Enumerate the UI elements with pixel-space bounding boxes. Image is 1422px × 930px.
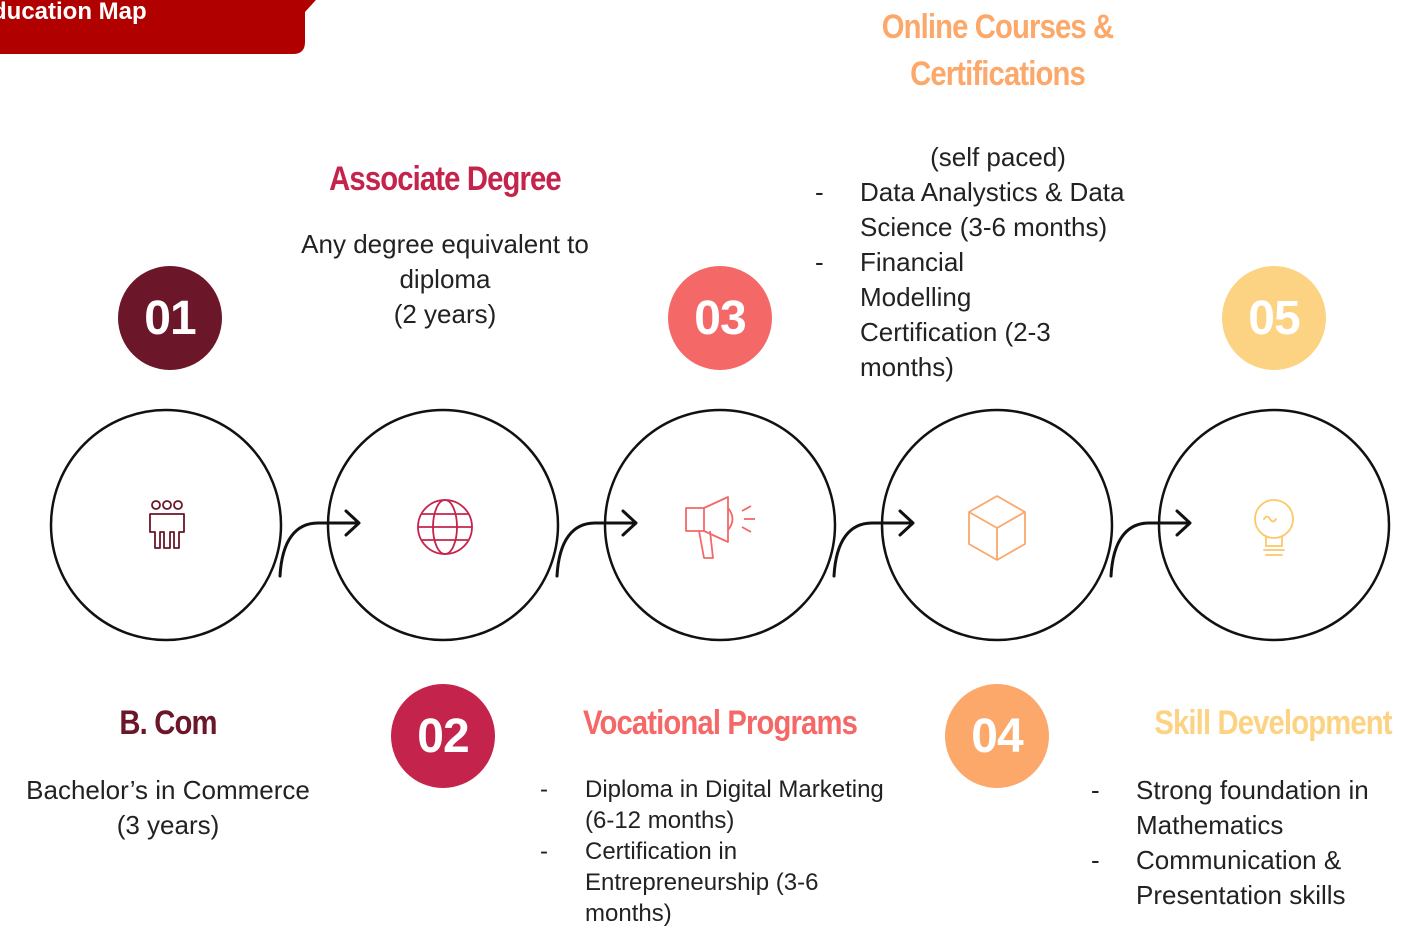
title-banner	[0, 0, 316, 54]
connector-arrow-1	[278, 509, 361, 578]
globe-icon	[417, 499, 473, 555]
list-item: Financial Modelling Certification (2-3 m…	[815, 245, 1160, 385]
lightbulb-icon	[1254, 499, 1294, 556]
step-list-4: Data Analystics & Data Science (3-6 mont…	[815, 175, 1160, 385]
step-number-2: 02	[391, 684, 495, 788]
step-title-4: Online Courses & Certifications	[881, 8, 1114, 93]
connector-arrow-2	[555, 509, 638, 578]
step-number-4: 04	[945, 684, 1049, 788]
step-circle-4	[880, 408, 1114, 642]
step-list-3: Diploma in Digital Marketing (6-12 month…	[540, 774, 890, 929]
step-title-5: Skill Development	[1154, 704, 1392, 742]
megaphone-icon	[685, 496, 755, 559]
connector-arrow-3	[832, 509, 915, 578]
step-list-5: Strong foundation in Mathematics Communi…	[1091, 773, 1416, 913]
cube-icon	[968, 495, 1026, 561]
people-icon	[149, 500, 185, 549]
list-item: Certification in Entrepreneurship (3-6 m…	[540, 836, 890, 929]
page-title: ducation Map	[0, 0, 147, 25]
list-item: Diploma in Digital Marketing (6-12 month…	[540, 774, 890, 836]
step-description-1: Bachelor’s in Commerce (3 years)	[26, 775, 310, 840]
step-number-3: 03	[668, 266, 772, 370]
list-item: Data Analystics & Data Science (3-6 mont…	[815, 175, 1160, 245]
step-title-1: B. Com	[119, 704, 217, 742]
list-item: Strong foundation in Mathematics	[1091, 773, 1416, 843]
list-item: Communication & Presentation skills	[1091, 843, 1416, 913]
connector-arrow-4	[1109, 509, 1192, 578]
step-circle-3	[603, 408, 837, 642]
step-number-5: 05	[1222, 266, 1326, 370]
step-number-1: 01	[118, 266, 222, 370]
step-description-2: Any degree equivalent to diploma (2 year…	[301, 229, 589, 329]
step-title-2: Associate Degree	[329, 160, 562, 198]
step-circle-5	[1157, 408, 1391, 642]
step-circle-2	[326, 408, 560, 642]
step-title-3: Vocational Programs	[583, 704, 858, 742]
step-circle-1	[49, 408, 283, 642]
step-subtitle-4: (self paced)	[930, 142, 1066, 172]
